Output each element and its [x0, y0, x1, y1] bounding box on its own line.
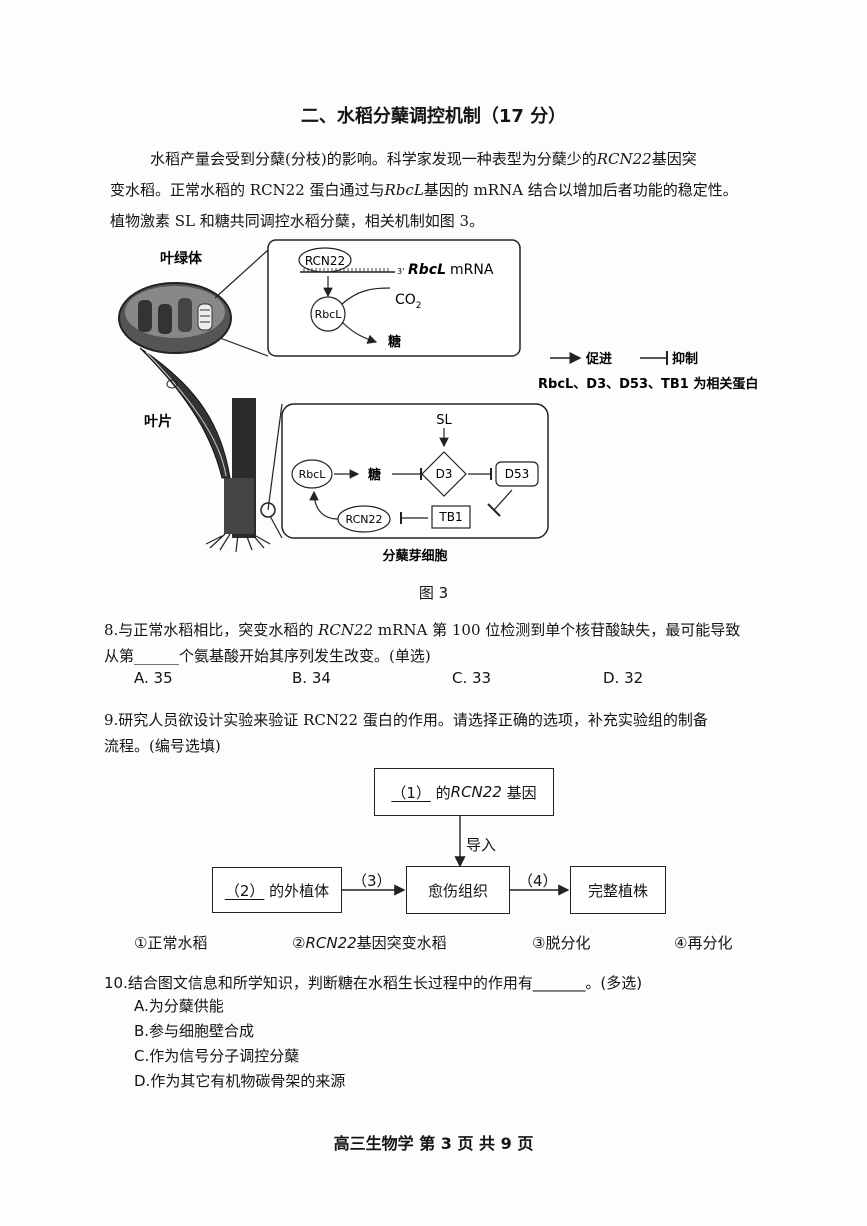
- q8-option-c: C. 33: [452, 669, 492, 687]
- rbcl-bottom: RbcL: [299, 468, 327, 481]
- tiller-bud-caption: 分蘖芽细胞: [382, 548, 447, 564]
- rice-leaf-icon: [139, 347, 276, 553]
- q9-choice-1: ①正常水稻: [134, 934, 208, 952]
- q8-option-a: A. 35: [134, 669, 173, 687]
- flow-import-label: 导入: [466, 836, 497, 854]
- q10-option-d: D.作为其它有机物碳骨架的来源: [134, 1072, 346, 1090]
- flow-box-explant: （2） 的外植体: [212, 867, 342, 913]
- section-title: 二、水稻分蘖调控机制（17 分）: [300, 106, 567, 127]
- question-10: 10.结合图文信息和所学知识，判断糖在水稻生长过程中的作用有_______。(多…: [104, 974, 643, 992]
- co2-label: CO2: [395, 292, 422, 311]
- legend-promote: 促进: [585, 351, 612, 367]
- q10-option-c: C.作为信号分子调控分蘖: [134, 1047, 300, 1065]
- sugar-top: 糖: [388, 334, 401, 350]
- flow-step-4: （4）: [518, 872, 558, 890]
- d53-label: D53: [505, 467, 530, 481]
- q8-option-b: B. 34: [292, 669, 331, 687]
- rcn22-bottom: RCN22: [345, 513, 382, 526]
- question-8: 8.与正常水稻相比，突变水稻的 RCN22 mRNA 第 100 位检测到单个核…: [104, 621, 741, 665]
- legend: 促进 抑制 RbcL、D3、D53、TB1 为相关蛋白: [538, 351, 758, 392]
- question-9: 9.研究人员欲设计实验来验证 RCN22 蛋白的作用。请选择正确的选项，补充实验…: [104, 711, 708, 755]
- chloroplast-label: 叶绿体: [160, 250, 203, 267]
- chloroplast-icon: [118, 282, 232, 354]
- q10-option-a: A.为分蘖供能: [134, 997, 224, 1015]
- page-footer: 高三生物学 第 3 页 共 9 页: [333, 1134, 534, 1153]
- mrna-3prime: 3': [397, 267, 404, 276]
- tb1-label: TB1: [438, 510, 462, 524]
- tiller-bud-mechanism-box: [281, 403, 549, 539]
- flow-box-callus: 愈伤组织: [406, 866, 510, 914]
- flow-box-whole-plant: 完整植株: [570, 866, 666, 914]
- intro-paragraph: 水稻产量会受到分蘖(分枝)的影响。科学家发现一种表型为分蘖少的RCN22基因突 …: [110, 150, 738, 230]
- q10-option-b: B.参与细胞壁合成: [134, 1022, 255, 1040]
- flow-step-3: （3）: [352, 872, 392, 890]
- q9-choice-2: ②RCN22基因突变水稻: [292, 934, 447, 952]
- leaf-label: 叶片: [144, 413, 172, 430]
- flow-arrows: [342, 816, 570, 896]
- d3-label: D3: [436, 467, 453, 481]
- q9-choice-3: ③脱分化: [532, 934, 591, 952]
- figure-caption: 图 3: [418, 584, 449, 602]
- q9-choice-4: ④再分化: [674, 934, 733, 952]
- sugar-bottom: 糖: [368, 467, 381, 483]
- legend-note: RbcL、D3、D53、TB1 为相关蛋白: [538, 376, 758, 392]
- rcn22-top: RCN22: [305, 254, 345, 268]
- figure-3-diagram: 叶绿体 叶片 RCN22 3': [118, 239, 758, 564]
- sl-label: SL: [436, 413, 452, 428]
- q8-option-d: D. 32: [603, 669, 644, 687]
- legend-inhibit: 抑制: [672, 351, 698, 367]
- rbcl-top: RbcL: [315, 308, 343, 321]
